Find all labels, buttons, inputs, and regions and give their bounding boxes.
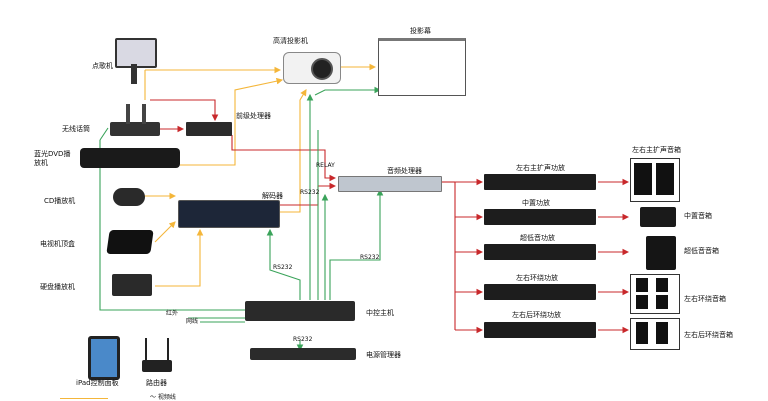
hdd-player-icon [112,274,152,296]
label-ipad-panel: iPad控制面板 [76,379,119,387]
label-rs232-a: RS232 [300,189,320,196]
amp-sub-icon [484,244,596,260]
label-projector: 高清投影机 [273,37,308,45]
label-preprocessor: 前级处理器 [236,112,271,120]
speaker-center-icon [640,207,676,227]
power-manager-icon [250,348,356,360]
amp-surround-icon [484,284,596,300]
label-amp-surround: 左右环绕功放 [516,274,558,282]
video-lines [140,63,377,287]
label-rs232-b: RS232 [273,264,293,271]
speaker-surround-icon-3 [636,295,648,309]
microphone-icon [126,104,130,124]
label-amp-rear: 左右后环绕功放 [512,311,561,319]
speakers-rear-frame [630,318,680,350]
label-speaker-main: 左右主扩声音箱 [632,146,681,154]
label-screen: 投影幕 [410,27,431,35]
microphone-icon-2 [142,104,146,124]
label-power-manager: 电源管理器 [366,351,401,359]
speaker-rear-icon-2 [656,322,668,344]
label-karaoke: 点歌机 [92,62,113,70]
control-lines [99,86,384,352]
label-hdd-player: 硬盘播放机 [40,283,75,291]
label-speaker-sub: 超低音音箱 [684,247,719,255]
speaker-rear-icon-1 [636,322,648,344]
ipad-icon [88,336,120,380]
label-amp-main: 左右主扩声功放 [516,164,565,172]
speaker-sub-icon [646,236,676,270]
speaker-surround-icon-4 [656,295,668,309]
speaker-main-left-icon [634,163,652,195]
legend-partial-label: ～ 视频线 [150,394,176,401]
amp-center-icon [484,209,596,225]
bluray-player-icon [80,148,180,168]
audio-processor-icon [338,176,442,192]
central-control-icon [245,301,355,321]
karaoke-stand-icon [131,64,137,84]
label-central-control: 中控主机 [366,309,394,317]
projection-screen-icon [378,38,466,96]
label-infrared: 红外 [166,310,179,317]
label-network: 网线 [186,318,199,325]
cd-player-icon [113,188,145,206]
legend-video-line [60,398,108,399]
speakers-main-frame [630,158,680,202]
label-amp-sub: 超低音功放 [520,234,555,242]
label-decoder: 解码器 [262,192,283,200]
label-bluray: 蓝光DVD播 放机 [34,150,71,168]
label-wireless-mic: 无线话筒 [62,125,90,133]
label-speaker-rear: 左右后环绕音箱 [684,331,733,339]
preprocessor-icon [186,122,232,136]
projector-lens-icon [311,58,333,80]
label-amp-center: 中置功放 [522,199,550,207]
label-rs232-d: RS232 [293,336,313,343]
speaker-surround-icon-2 [656,278,668,292]
tv-box-icon [106,230,154,254]
label-relay: RELAY [316,162,335,169]
wireless-mic-receiver-icon [110,122,160,136]
speaker-main-right-icon [656,163,674,195]
label-rs232-c: RS232 [360,254,380,261]
label-audio-processor: 音频处理器 [387,167,422,175]
speaker-surround-icon-1 [636,278,648,292]
label-router: 路由器 [146,379,167,387]
amp-main-icon [484,174,596,190]
label-speaker-surround: 左右环绕音箱 [684,295,726,303]
amp-rear-icon [484,322,596,338]
speakers-surround-frame [630,274,680,314]
label-speaker-center: 中置音箱 [684,212,712,220]
label-cd-player: CD播放机 [44,197,76,205]
router-antenna-icon-2 [167,338,169,360]
router-antenna-icon [145,338,147,360]
router-icon [142,360,172,372]
audio-lines [150,99,630,334]
decoder-icon [178,200,280,228]
label-tv-box: 电视机顶盒 [40,240,75,248]
